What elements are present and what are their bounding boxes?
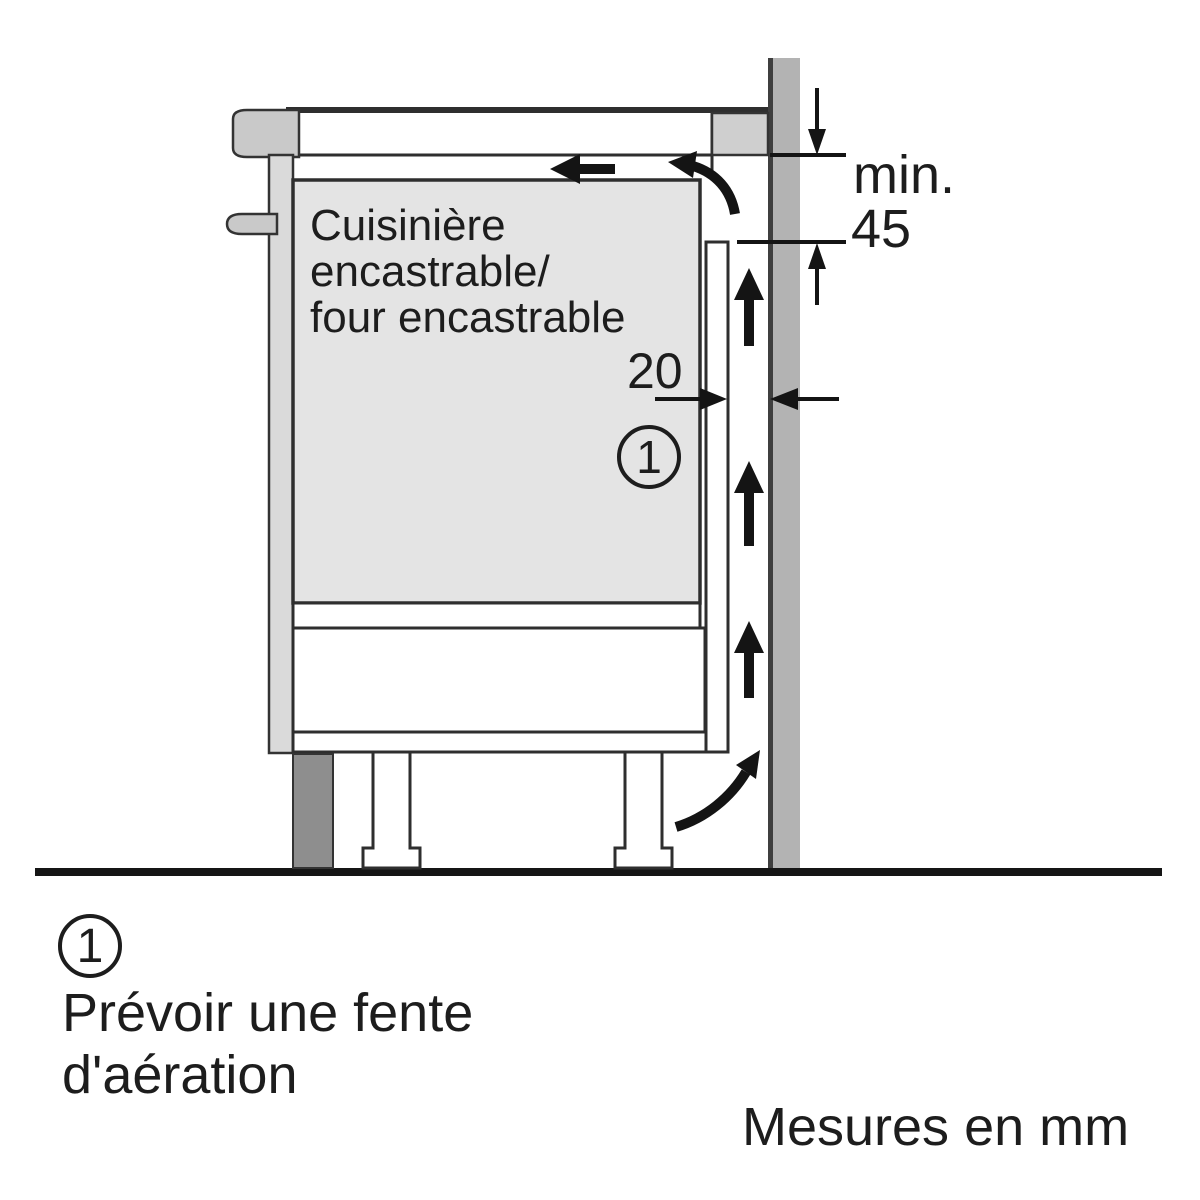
oven-lower-band: [291, 601, 702, 630]
legend-note: Prévoir une fente d'aération: [62, 983, 474, 1105]
legend-callout-1-badge: 1: [58, 914, 122, 978]
oven-door-handle: [225, 212, 279, 236]
airflow-curve-top-icon: [668, 151, 740, 216]
cabinet-side-panel: [704, 240, 730, 754]
cabinet-bottom: [291, 730, 730, 754]
legend-callout-1-number: 1: [76, 919, 104, 973]
units-note: Mesures en mm: [742, 1097, 1130, 1157]
dimension-up-arrow-icon: [808, 243, 826, 269]
oven-foot-right: [613, 750, 674, 870]
dimension-min-45: [737, 88, 846, 305]
countertop: [286, 107, 768, 180]
dimension-gap-20: [655, 388, 839, 410]
wall: [768, 58, 800, 868]
dimension-rear-gap-value: 20: [627, 343, 683, 399]
floor-line: [35, 868, 1162, 876]
appliance-label: Cuisinière encastrable/ four encastrable: [310, 201, 626, 342]
storage-drawer: [291, 626, 707, 734]
dimension-left-arrow-icon: [770, 388, 798, 410]
dimension-right-arrow-icon: [700, 388, 727, 410]
countertop-band: [295, 108, 714, 157]
dimension-min-label: min.: [853, 145, 956, 205]
wall-edge-line: [768, 58, 773, 868]
airflow-curve-bottom-icon: [674, 750, 760, 832]
counter-wall-spacer: [710, 111, 770, 157]
countertop-top-line: [286, 107, 768, 113]
airflow-up-arrow-icon: [734, 461, 764, 546]
plinth-panel: [292, 753, 334, 869]
oven-front-frame: [267, 153, 295, 755]
hob-front-edge: [231, 108, 301, 159]
dimension-min-value: 45: [851, 199, 912, 259]
oven-foot-left: [361, 750, 422, 870]
callout-1-badge: 1: [617, 425, 681, 489]
airflow-left-arrow-icon: [550, 154, 615, 184]
airflow-up-arrow-icon: [734, 268, 764, 346]
callout-1-number: 1: [636, 431, 662, 483]
wall-panel: [768, 58, 800, 868]
airflow-up-arrow-icon: [734, 621, 764, 698]
dimension-down-arrow-icon: [808, 129, 826, 155]
oven-body: [291, 178, 702, 605]
